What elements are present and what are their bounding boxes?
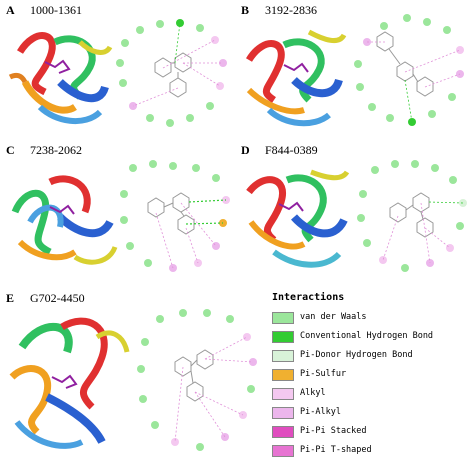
panel-letter: B <box>241 3 250 17</box>
protein-ribbon-image <box>246 169 350 268</box>
legend-swatch <box>272 369 294 381</box>
interaction-2d-diagram <box>120 160 230 272</box>
compound-id: 3192-2836 <box>265 3 317 17</box>
legend-label: Conventional Hydrogen Bond <box>300 331 434 341</box>
legend-label: Pi-Sulfur <box>300 369 347 379</box>
legend-label: van der Waals <box>300 312 367 322</box>
compound-id: 7238-2062 <box>30 143 82 157</box>
interaction-2d-diagram <box>357 160 467 272</box>
protein-ribbon-image <box>11 175 118 265</box>
panel-b: B 3192-2836 <box>237 0 474 138</box>
legend-swatch <box>272 331 294 343</box>
legend-label: Alkyl <box>300 388 326 398</box>
legend-label: Pi-Pi T-shaped <box>300 445 372 455</box>
compound-id: 1000-1361 <box>30 3 82 17</box>
panel-c: C 7238-2062 <box>0 140 237 280</box>
protein-ribbon-image <box>9 317 130 449</box>
legend-swatch <box>272 445 294 457</box>
panel-a: A 1000-1361 <box>0 0 237 138</box>
interaction-2d-diagram <box>137 309 257 451</box>
compound-id: G702-4450 <box>30 291 85 305</box>
interaction-2d-diagram <box>354 14 464 126</box>
legend-label: Pi-Alkyl <box>300 407 341 417</box>
legend-title: Interactions <box>272 292 345 303</box>
legend-swatch <box>272 312 294 324</box>
compound-id: F844-0389 <box>265 143 318 157</box>
protein-ribbon-image <box>246 29 347 127</box>
panel-letter: C <box>6 143 15 157</box>
panel-letter: A <box>6 3 15 17</box>
legend-swatch <box>272 388 294 400</box>
protein-ribbon-image <box>8 32 113 125</box>
panel-d: D F844-0389 <box>237 140 474 280</box>
panel-e: E G702-4450 <box>0 285 265 474</box>
panel-letter: D <box>241 143 250 157</box>
legend-swatch <box>272 350 294 362</box>
panel-letter: E <box>6 291 15 305</box>
legend-swatch <box>272 426 294 438</box>
interactions-legend: Interactions van der Waals Conventional … <box>268 292 468 468</box>
legend-label: Pi-Pi Stacked <box>300 426 367 436</box>
legend-swatch <box>272 407 294 419</box>
legend-label: Pi-Donor Hydrogen Bond <box>300 350 413 360</box>
interaction-2d-diagram <box>116 19 227 127</box>
